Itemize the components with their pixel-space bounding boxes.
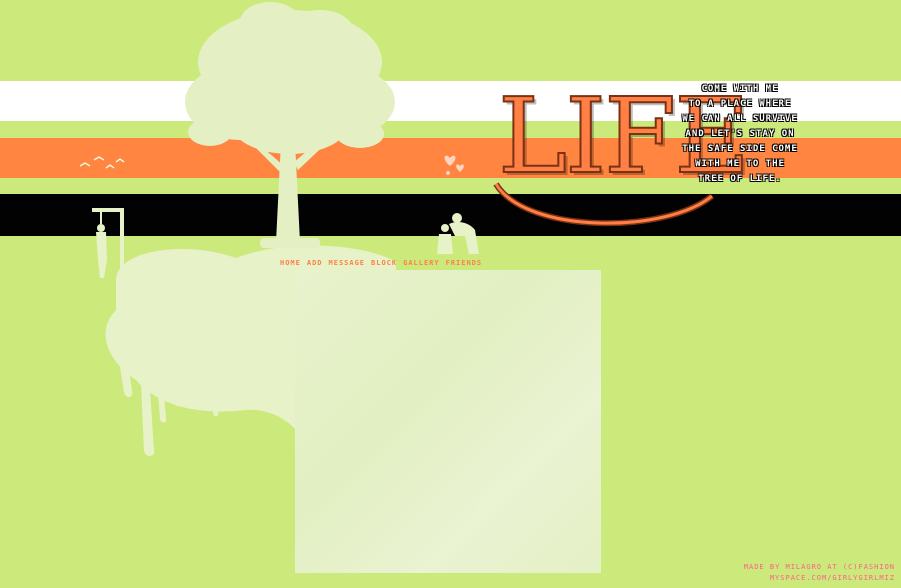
header-poem: COME WITH ME TO A PLACE WHERE WE CAN ALL… [682, 84, 798, 184]
life-logo-swash [493, 182, 714, 227]
main-nav: HOME ADD MESSAGE BLOCK GALLERY FRIENDS [280, 259, 482, 267]
nav-block[interactable]: BLOCK [371, 259, 398, 267]
stripe-white [0, 81, 901, 121]
couple-figure [437, 213, 479, 254]
credit-line-2[interactable]: MYSPACE.COM/GIRLYGIRLMIZ [769, 574, 895, 582]
nav-add[interactable]: ADD [306, 259, 323, 267]
life-logo: LIFE [497, 75, 751, 197]
nav-friends[interactable]: FRIENDS [445, 259, 483, 267]
birds-icon [79, 156, 125, 169]
nav-message[interactable]: MESSAGE [328, 259, 366, 267]
stripe-black [0, 194, 901, 236]
nav-home[interactable]: HOME [280, 259, 301, 267]
gallows-figure [92, 208, 124, 280]
credit-line-1: MADE BY MILAGRO AT (C)FASHION [743, 563, 895, 571]
nav-gallery[interactable]: GALLERY [403, 259, 440, 267]
content-panel [295, 270, 601, 573]
tree-graphic [185, 2, 395, 248]
hearts-icon [444, 155, 464, 175]
credit-block: MADE BY MILAGRO AT (C)FASHION MYSPACE.CO… [744, 562, 895, 584]
